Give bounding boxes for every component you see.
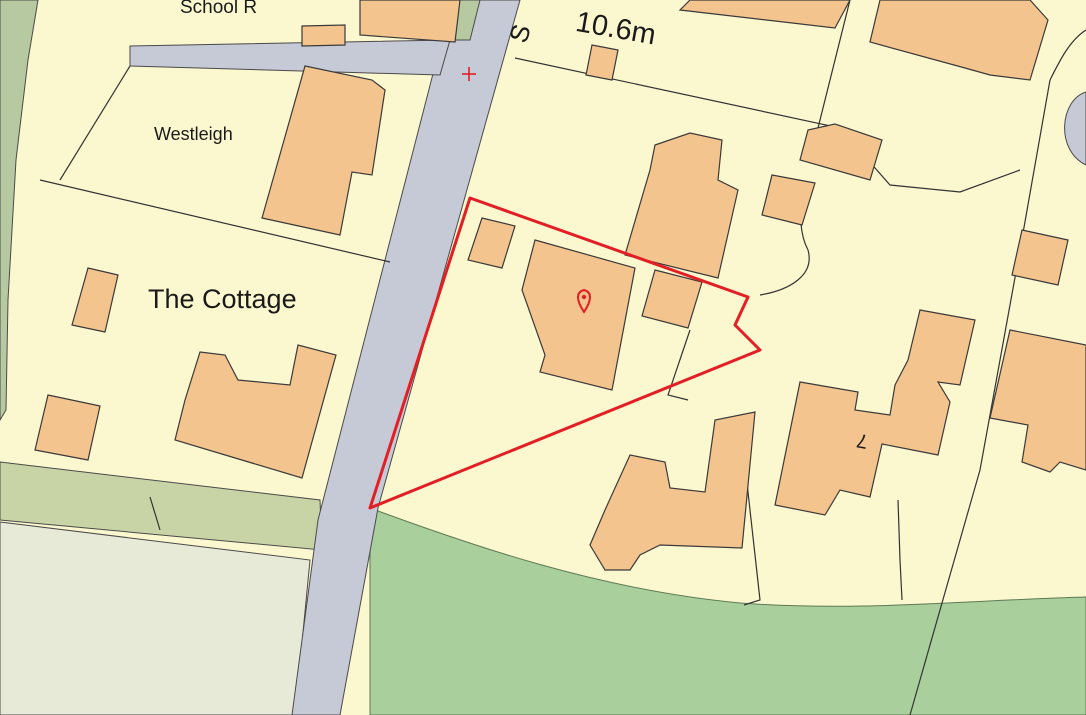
building-top-left bbox=[359, 0, 461, 43]
site-boundary bbox=[368, 196, 762, 510]
left-grass-strip bbox=[0, 0, 39, 421]
boundary-lines bbox=[39, 0, 1086, 715]
building-top-right-2 bbox=[869, 0, 1049, 81]
building-westleigh bbox=[261, 65, 386, 236]
building-top-right-1 bbox=[678, 0, 851, 29]
pale-field bbox=[0, 521, 311, 715]
woodland-area bbox=[369, 507, 1086, 715]
building-cottage-small bbox=[71, 267, 119, 333]
building-cottage-main bbox=[174, 344, 337, 479]
building-small-top bbox=[301, 24, 346, 47]
building-lower-left-sq bbox=[34, 394, 101, 461]
building-plot-house bbox=[521, 239, 636, 391]
buildings bbox=[34, 0, 1086, 571]
building-number-7 bbox=[774, 309, 976, 516]
label-street-top: School R bbox=[180, 0, 257, 18]
building-right-edge bbox=[989, 329, 1086, 473]
building-upper-right-small bbox=[799, 123, 883, 181]
building-top-mid bbox=[585, 44, 619, 81]
building-right-sq bbox=[1011, 229, 1069, 286]
building-plot-garage bbox=[641, 269, 703, 329]
road-main bbox=[291, 0, 521, 715]
label-westleigh: Westleigh bbox=[154, 124, 233, 144]
plus-icon bbox=[462, 67, 476, 81]
building-upper-right-sq bbox=[761, 174, 816, 226]
map-pin-icon[interactable] bbox=[577, 288, 591, 314]
building-lower-center bbox=[589, 411, 756, 571]
roundabout-edge bbox=[1064, 91, 1086, 166]
label-house-number: 7 bbox=[855, 429, 870, 453]
building-plot-small bbox=[467, 217, 516, 269]
building-upper-center bbox=[624, 132, 739, 279]
label-the-cottage: The Cottage bbox=[148, 284, 297, 314]
